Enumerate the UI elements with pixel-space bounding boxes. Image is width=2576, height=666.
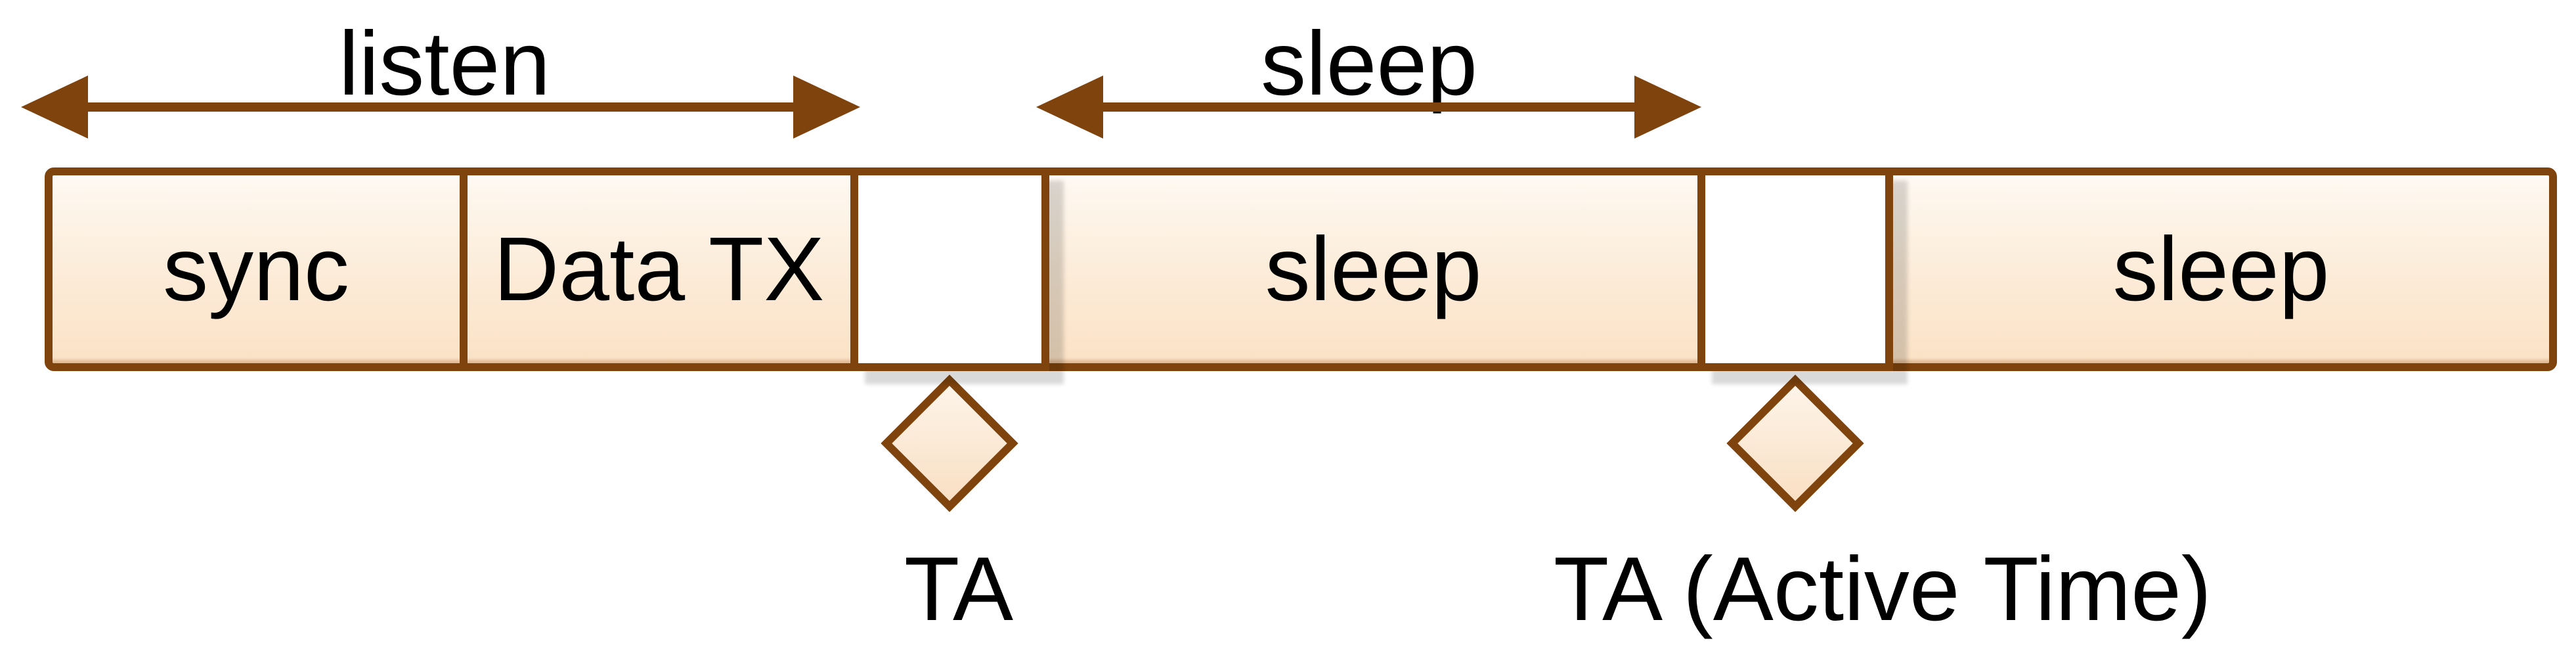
segment-ta-slot-2 [1697,167,1893,371]
segment-sync: sync [45,167,468,371]
segment-ta-slot-1 [850,167,1049,371]
segment-sleep-2-label: sleep [2112,219,2330,320]
segment-data-tx-label: Data TX [493,219,825,320]
ta-active-time-marker-label: TA (Active Time) [1554,539,2212,640]
ta-diamond-icon [1726,374,1864,512]
listen-range-label: listen [338,13,551,114]
segment-sleep-2: sleep [1885,167,2557,371]
sleep-range-arrow [1099,102,1638,112]
sleep-range-label: sleep [1261,13,1477,114]
listen-range-arrow [83,102,798,112]
segment-sync-label: sync [163,219,349,320]
segment-data-tx: Data TX [460,167,858,371]
arrowhead-right-icon [793,76,860,139]
segment-sleep-1: sleep [1041,167,1705,371]
arrowhead-left-icon [1036,76,1103,139]
arrowhead-left-icon [21,76,88,139]
ta-diamond-icon [881,374,1018,512]
ta-marker-label: TA [904,539,1014,640]
segment-sleep-1-label: sleep [1265,219,1482,320]
arrowhead-right-icon [1634,76,1701,139]
